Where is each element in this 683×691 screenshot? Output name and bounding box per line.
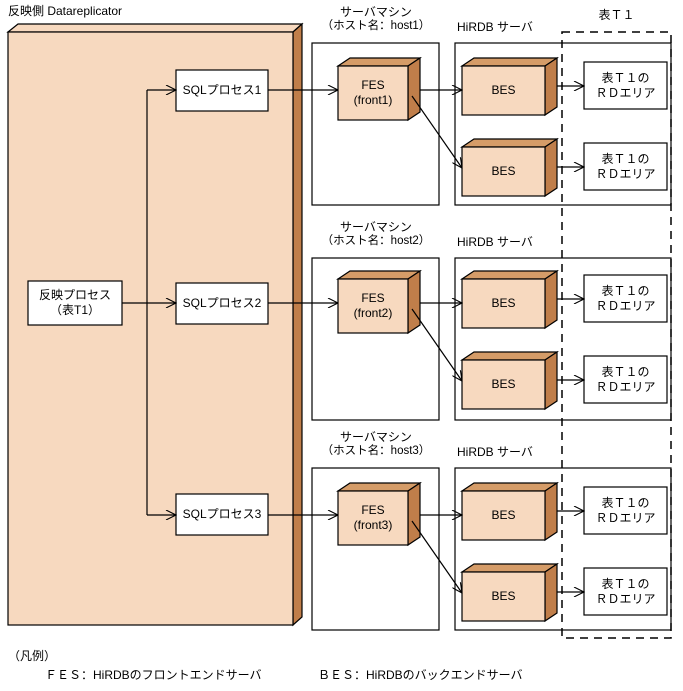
rd-area-line1-2l: 表Ｔ１の (601, 364, 650, 379)
bes-label-2-lower: BES (491, 377, 516, 391)
rd-area-line1-2u: 表Ｔ１の (601, 283, 650, 298)
server-machine-line1-2: サーバマシン (340, 220, 412, 234)
reflect-process-label: 反映プロセス （表T1） (28, 281, 122, 325)
rd-area-label-1-upper: 表Ｔ１の ＲＤエリア (584, 62, 667, 109)
hirdb-server-label-3: HiRDB サーバ (457, 445, 533, 459)
rd-area-line2-1u: ＲＤエリア (595, 85, 656, 100)
sql-process-label-3: SQLプロセス3 (182, 507, 262, 521)
legend-fes-entry: ＦＥＳ：HiRDBのフロントエンドサーバ (45, 668, 262, 682)
bes-label-1-upper: BES (491, 83, 516, 97)
rd-area-line1-3u: 表Ｔ１の (601, 495, 650, 510)
sql-process-label-1: SQLプロセス1 (182, 83, 262, 97)
fes-line2-1: (front1) (353, 93, 393, 107)
table-t1-dashed-group (561, 31, 672, 639)
bes-label-3-upper: BES (491, 508, 516, 522)
datareplicator-title: 反映側 Datareplicator (8, 4, 123, 18)
rd-area-label-3-upper: 表Ｔ１の ＲＤエリア (584, 487, 667, 534)
rd-area-line2-2u: ＲＤエリア (595, 298, 656, 313)
bes-label-2-upper: BES (491, 296, 516, 310)
legend-heading: （凡例） (8, 649, 57, 663)
sql-process-label-2: SQLプロセス2 (182, 296, 262, 310)
server-machine-label-1: サーバマシン （ホスト名：host1） (306, 5, 446, 33)
rd-area-line2-2l: ＲＤエリア (595, 379, 656, 394)
rd-area-label-2-upper: 表Ｔ１の ＲＤエリア (584, 275, 667, 322)
rd-area-line2-1l: ＲＤエリア (595, 166, 656, 181)
fes-label-2: FES (front2) (338, 279, 408, 333)
rd-area-label-1-lower: 表Ｔ１の ＲＤエリア (584, 143, 667, 190)
fes-line2-2: (front2) (353, 306, 393, 320)
server-machine-line1-3: サーバマシン (340, 430, 412, 444)
rd-area-line1-1u: 表Ｔ１の (601, 70, 650, 85)
rd-area-line1-3l: 表Ｔ１の (601, 576, 650, 591)
reflect-process-line2: （表T1） (49, 303, 100, 317)
server-machine-line2-3: （ホスト名：host3） (321, 445, 431, 457)
fes-line1-3: FES (361, 503, 385, 517)
fes-line1-1: FES (361, 78, 385, 92)
fes-line1-2: FES (361, 291, 385, 305)
rd-area-line1-1l: 表Ｔ１の (601, 151, 650, 166)
legend-bes-entry: ＢＥＳ：HiRDBのバックエンドサーバ (318, 668, 523, 682)
server-machine-line2-2: （ホスト名：host2） (321, 235, 431, 247)
fes-line2-3: (front3) (353, 518, 393, 532)
bes-label-1-lower: BES (491, 164, 516, 178)
hirdb-server-label-1: HiRDB サーバ (457, 20, 533, 34)
rd-area-line2-3l: ＲＤエリア (595, 591, 656, 606)
rd-area-label-3-lower: 表Ｔ１の ＲＤエリア (584, 568, 667, 615)
bes-label-3-lower: BES (491, 589, 516, 603)
server-machine-label-3: サーバマシン （ホスト名：host3） (306, 430, 446, 458)
fes-label-3: FES (front3) (338, 491, 408, 545)
rd-area-line2-3u: ＲＤエリア (595, 510, 656, 525)
hirdb-server-label-2: HiRDB サーバ (457, 235, 533, 249)
server-machine-line2-1: （ホスト名：host1） (321, 20, 431, 32)
rd-area-label-2-lower: 表Ｔ１の ＲＤエリア (584, 356, 667, 403)
fes-label-1: FES (front1) (338, 66, 408, 120)
server-machine-line1-1: サーバマシン (340, 5, 412, 19)
table-t1-group-label: 表Ｔ１ (598, 8, 635, 22)
server-machine-label-2: サーバマシン （ホスト名：host2） (306, 220, 446, 248)
reflect-process-line1: 反映プロセス (38, 288, 111, 302)
reflect-to-sql-connector (122, 90, 176, 515)
